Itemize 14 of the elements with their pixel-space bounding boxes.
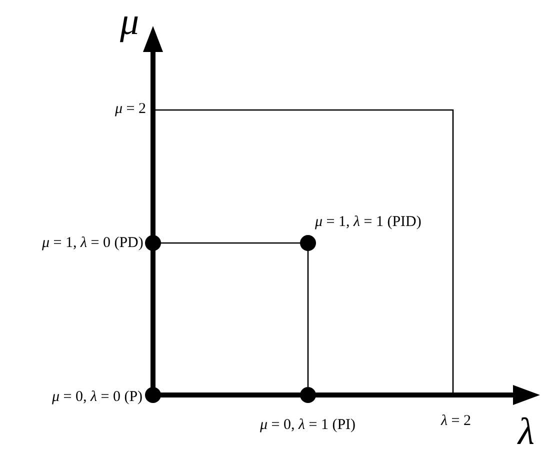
point-dot [300,235,316,251]
tick-label: λ = 2 [441,412,471,430]
point-label: μ = 1, λ = 1 (PID) [315,213,422,231]
point-label: μ = 0, λ = 1 (PI) [260,416,356,434]
point-dot [145,235,161,251]
connector-line [161,242,300,244]
point-dot [300,387,316,403]
point-label: μ = 1, λ = 0 (PD) [42,234,144,252]
tick-label: μ = 2 [115,100,146,118]
point-label: μ = 0, λ = 0 (P) [52,388,143,406]
axis-label: λ [518,412,534,452]
point-dot [145,387,161,403]
axis-label: μ [120,2,140,42]
connector-line [307,251,309,387]
